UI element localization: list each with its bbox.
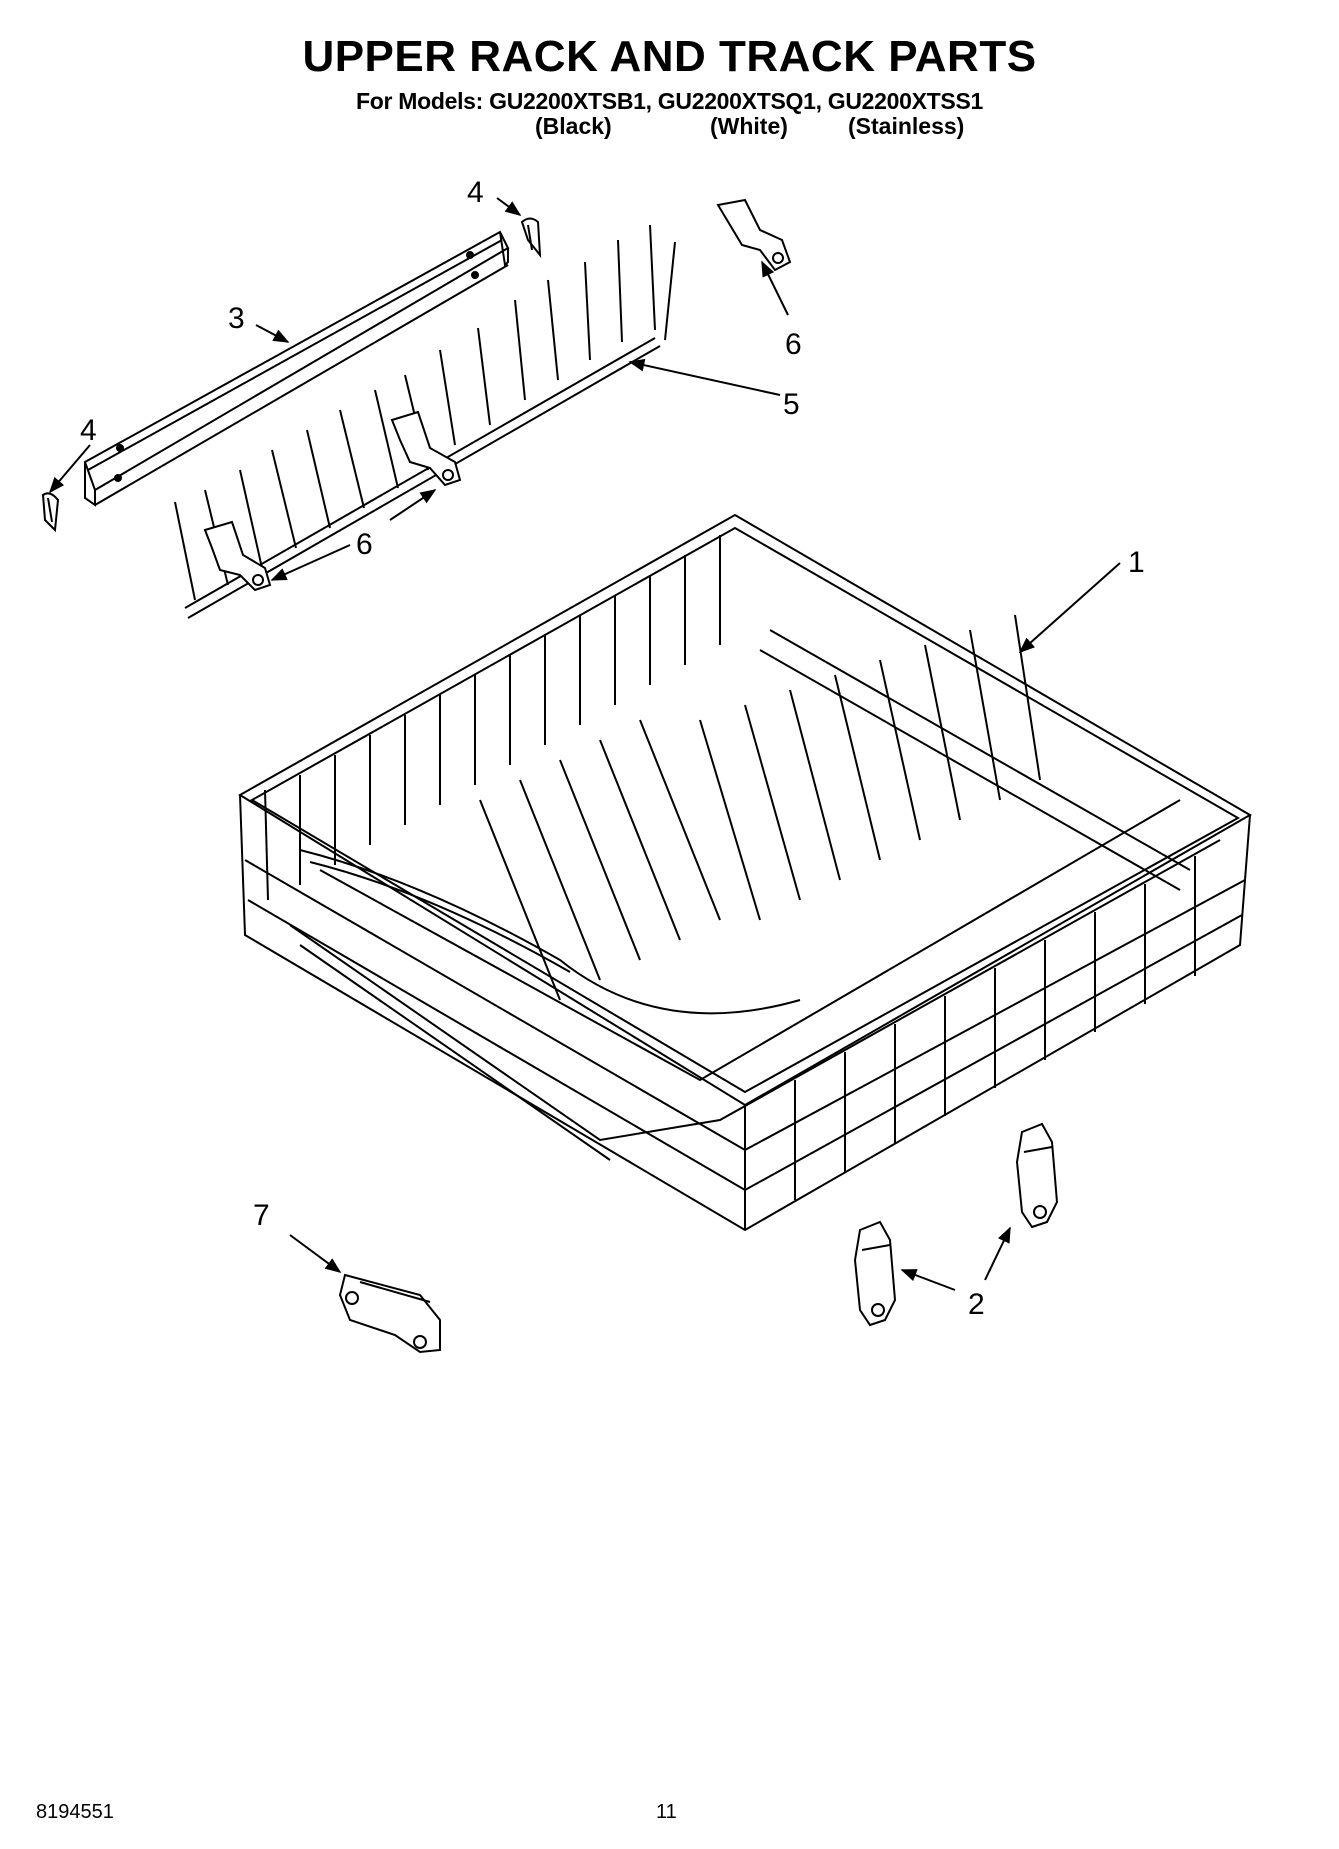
- callout-4-top: 4: [467, 176, 484, 209]
- part-rail: [83, 230, 510, 507]
- page-number: 11: [656, 1801, 677, 1823]
- part-adjuster-rear: [1015, 1122, 1059, 1229]
- part-shelf-clip-mid: [390, 410, 462, 487]
- part-shelf-clip-top: [716, 198, 792, 272]
- variant-stainless: (Stainless): [848, 113, 965, 139]
- callout-7: 7: [253, 1199, 270, 1232]
- callout-1: 1: [1128, 546, 1145, 579]
- part-clip-left: [41, 492, 60, 533]
- part-shelf-clip-left: [203, 520, 272, 592]
- page-title: UPPER RACK AND TRACK PARTS: [302, 32, 1037, 81]
- part-clip-top: [520, 217, 542, 259]
- part-rear-bracket: [338, 1273, 441, 1354]
- callout-3: 3: [228, 302, 245, 335]
- part-upper-rack: [238, 513, 1252, 1232]
- callout-2: 2: [968, 1288, 985, 1321]
- callout-6-mid: 6: [356, 528, 373, 561]
- callout-4-left: 4: [80, 414, 97, 447]
- callout-5: 5: [783, 388, 800, 421]
- part-cup-shelf: [174, 224, 676, 619]
- variant-white: (White): [710, 113, 788, 139]
- models-line: For Models: GU2200XTSB1, GU2200XTSQ1, GU…: [356, 88, 983, 114]
- leader-lines: [48, 197, 1121, 1291]
- part-adjuster-front: [853, 1220, 897, 1327]
- document-number: 8194551: [36, 1801, 114, 1823]
- callout-6-top: 6: [785, 328, 802, 361]
- variant-black: (Black): [535, 113, 612, 139]
